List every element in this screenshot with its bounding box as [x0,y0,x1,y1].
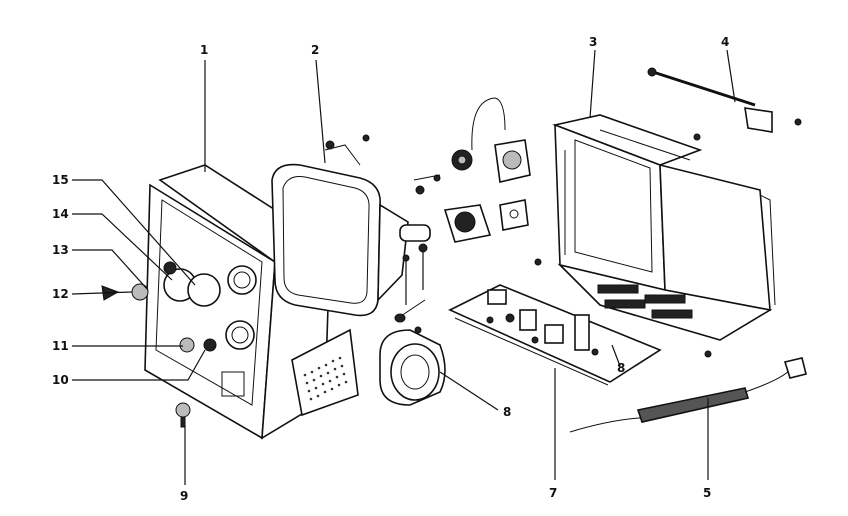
power-cord [569,357,807,433]
picture-tube [271,134,431,317]
callout-12: 12 [52,287,69,301]
callout-5: 5 [703,486,711,500]
antenna [647,67,802,133]
callout-1: 1 [200,43,208,57]
callout-labels: 1 2 3 4 5 6 7 8 8 9 10 11 12 13 14 15 [52,35,729,503]
callout-13: 13 [52,243,69,257]
back-cover [534,114,776,358]
callout-2: 2 [311,43,319,57]
leader-lines [71,49,736,485]
yoke-assembly [394,97,531,323]
callout-14: 14 [52,207,69,221]
speaker-grille-dots [303,356,348,401]
callout-8-board: 8 [617,361,625,375]
callout-11: 11 [52,339,69,353]
circuit-board [448,284,662,386]
callout-10: 10 [52,373,69,387]
callout-4: 4 [721,35,729,49]
callout-9: 9 [180,489,188,503]
back-cover-vents [597,284,693,319]
callout-3: 3 [589,35,597,49]
callout-15: 15 [52,173,69,187]
callout-7: 7 [549,486,557,500]
callout-8-speaker: 8 [503,405,511,419]
speaker [379,326,446,406]
